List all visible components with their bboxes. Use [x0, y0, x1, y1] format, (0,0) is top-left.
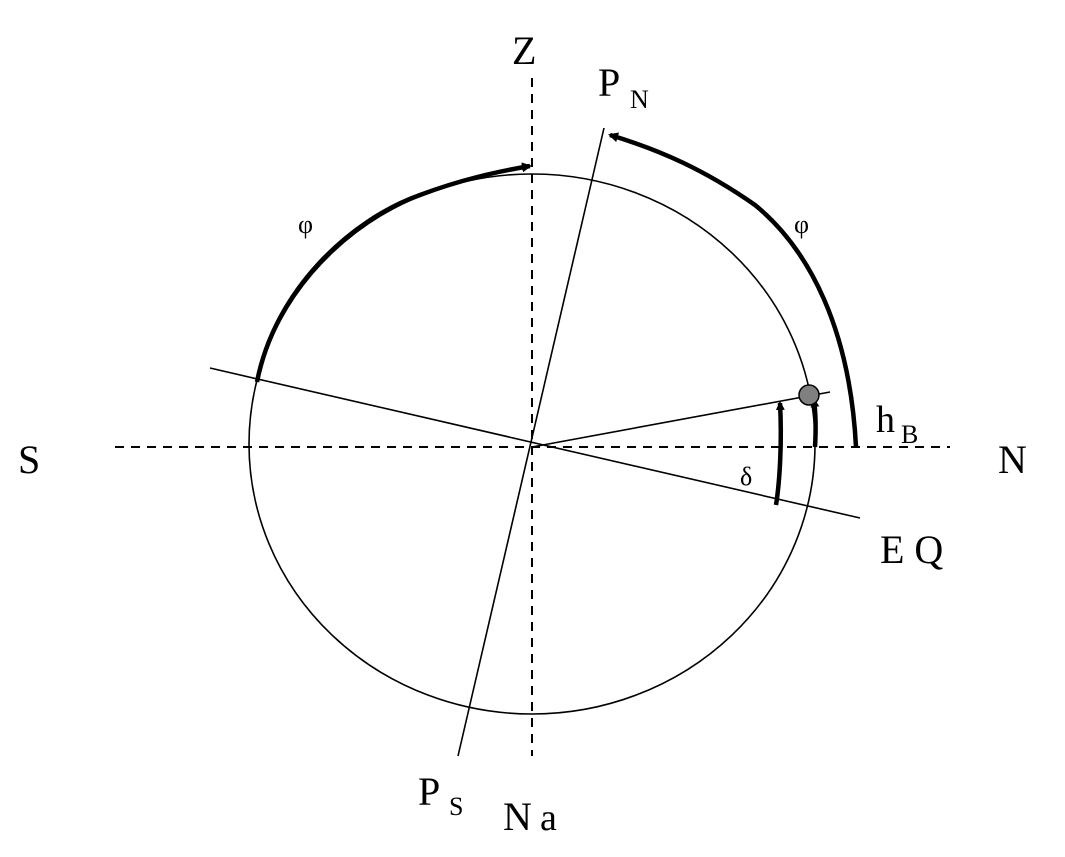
latitude-arc-right [608, 132, 859, 448]
label-altitude-sub: B [901, 420, 918, 449]
label-altitude: h [876, 399, 895, 441]
label-south-pole-sub: S [449, 792, 463, 821]
label-zenith: Z [512, 28, 536, 73]
altitude-arc [810, 398, 820, 448]
label-north-pole-sub: N [630, 85, 649, 114]
label-latitude-right: φ [794, 210, 809, 239]
label-south-pole: P [418, 769, 440, 814]
declination-arc [773, 401, 785, 506]
label-north: N [998, 437, 1027, 482]
latitude-arc-left [254, 162, 532, 383]
label-declination: δ [740, 462, 752, 491]
label-south: S [18, 437, 40, 482]
label-nadir: N [503, 794, 532, 839]
star-radius-line [531, 391, 831, 448]
celestial-equator-line [209, 367, 861, 519]
label-equator: E Q [880, 527, 943, 572]
label-north-pole: P [598, 60, 620, 105]
label-latitude-left: φ [298, 210, 313, 239]
star-marker [798, 384, 820, 406]
label-nadir-sub: a [540, 797, 557, 839]
